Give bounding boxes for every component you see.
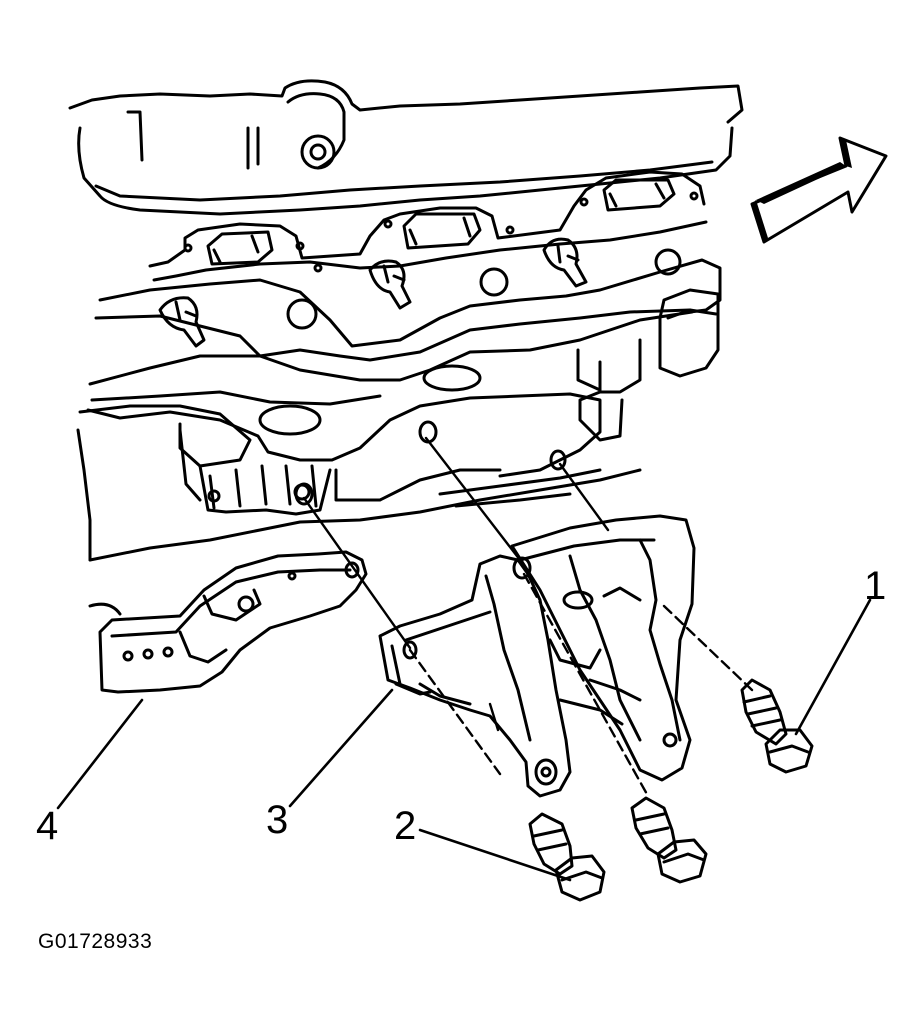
figure-id: G01728933 bbox=[38, 930, 153, 953]
exploded-lines bbox=[302, 436, 754, 798]
callout-1: 1 bbox=[864, 564, 887, 608]
callout-3: 3 bbox=[266, 798, 289, 842]
forward-arrow-icon bbox=[750, 136, 888, 244]
callout-2: 2 bbox=[394, 804, 417, 848]
callout-4: 4 bbox=[36, 804, 59, 848]
bolt-1 bbox=[740, 678, 814, 774]
exhaust-gasket bbox=[148, 170, 708, 282]
bolt-2a bbox=[528, 812, 606, 902]
spark-plugs bbox=[158, 237, 682, 348]
bracket-4 bbox=[88, 550, 368, 694]
bolt-2b bbox=[630, 796, 708, 884]
cylinder-head bbox=[68, 79, 744, 216]
engine-block bbox=[76, 364, 642, 562]
leader-lines bbox=[56, 598, 872, 882]
bracket-right bbox=[510, 514, 696, 782]
head-lower-edge bbox=[78, 258, 722, 468]
